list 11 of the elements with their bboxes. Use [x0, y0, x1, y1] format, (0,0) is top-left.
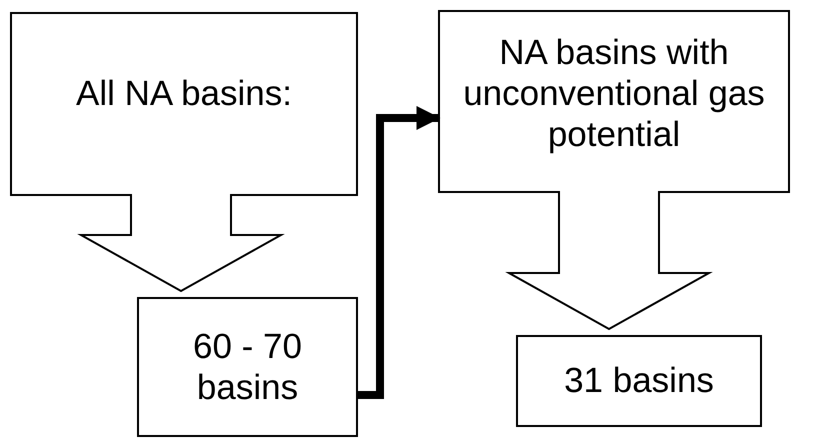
arrow [358, 106, 440, 399]
process-box [10, 12, 358, 196]
box-text: 60 - 70 basins [192, 326, 303, 408]
process-box [137, 297, 358, 437]
box-text: All NA basins: [76, 73, 292, 115]
box-text: 31 basins [564, 360, 714, 402]
process-box [438, 10, 790, 193]
process-box [516, 335, 762, 427]
block-arrow [77, 193, 285, 292]
box-text: NA basins with unconventional gas potential [462, 32, 766, 156]
block-arrow [505, 190, 713, 330]
